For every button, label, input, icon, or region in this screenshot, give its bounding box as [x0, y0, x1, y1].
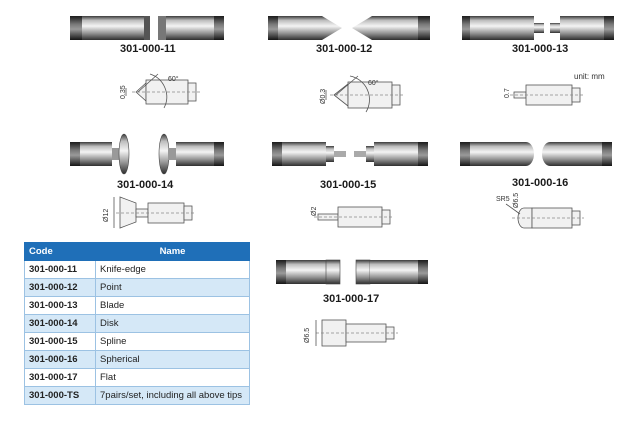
- table-row: 301-000-14 Disk: [24, 314, 250, 333]
- photo-point: [268, 16, 430, 40]
- drawing-disk: [113, 196, 196, 229]
- row-code: 301-000-12: [24, 278, 96, 297]
- row-name: Disk: [95, 314, 250, 333]
- photo-blade: [462, 16, 614, 40]
- header-name: Name: [95, 242, 250, 261]
- dim-16-diameter: Ø6.5: [513, 192, 520, 208]
- drawing-flat: [315, 319, 398, 347]
- photo-spline: [272, 142, 428, 166]
- dim-11-angle: 60°: [168, 76, 179, 83]
- table-header-row: Code Name: [24, 242, 250, 261]
- row-name: Point: [95, 278, 250, 297]
- dim-17-diameter: Ø6.5: [304, 327, 311, 343]
- row-name: 7pairs/set, including all above tips: [95, 386, 250, 405]
- dim-16-sphere-radius: SR5: [496, 196, 510, 203]
- code-label-17: 301-000-17: [323, 293, 380, 305]
- row-code: 301-000-15: [24, 332, 96, 351]
- dim-15-diameter: Ø2: [311, 206, 318, 216]
- row-name: Spherical: [95, 350, 250, 369]
- row-code: 301-000-17: [24, 368, 96, 387]
- dim-12-angle: 60°: [368, 80, 379, 87]
- dim-12-diameter: Ø0.3: [320, 88, 327, 104]
- row-code: 301-000-16: [24, 350, 96, 369]
- dim-14-diameter: Ø12: [103, 208, 110, 222]
- drawing-point: [325, 75, 404, 113]
- photo-flat: [276, 259, 428, 285]
- code-label-16: 301-000-16: [512, 177, 569, 189]
- row-code: 301-000-TS: [24, 386, 96, 405]
- table-row: 301-000-11 Knife-edge: [24, 260, 250, 279]
- dim-11-height: 0.35: [120, 85, 127, 99]
- header-code: Code: [24, 242, 96, 261]
- unit-note: unit: mm: [574, 72, 605, 81]
- drawing-blade: [510, 84, 584, 106]
- table-row: 301-000-17 Flat: [24, 368, 250, 387]
- code-label-11: 301-000-11: [120, 43, 176, 55]
- table-row: 301-000-15 Spline: [24, 332, 250, 351]
- photo-knife-edge: [70, 16, 224, 40]
- code-label-14: 301-000-14: [117, 179, 174, 191]
- row-name: Knife-edge: [95, 260, 250, 279]
- photo-disk: [70, 133, 224, 175]
- row-name: Flat: [95, 368, 250, 387]
- drawing-knife-edge: [125, 73, 200, 109]
- row-name: Blade: [95, 296, 250, 315]
- table-row: 301-000-TS 7pairs/set, including all abo…: [24, 386, 250, 405]
- table-row: 301-000-12 Point: [24, 278, 250, 297]
- row-code: 301-000-13: [24, 296, 96, 315]
- code-label-15: 301-000-15: [320, 179, 377, 191]
- code-label-12: 301-000-12: [316, 43, 373, 55]
- dim-13-thickness: 0.7: [504, 88, 511, 98]
- table-row: 301-000-16 Spherical: [24, 350, 250, 369]
- photo-spherical: [460, 142, 612, 166]
- code-name-table: Code Name 301-000-11 Knife-edge 301-000-…: [24, 242, 250, 405]
- drawing-spherical: [505, 203, 584, 229]
- row-code: 301-000-11: [24, 260, 96, 279]
- drawing-spline: [314, 206, 394, 228]
- row-code: 301-000-14: [24, 314, 96, 333]
- table-row: 301-000-13 Blade: [24, 296, 250, 315]
- code-label-13: 301-000-13: [512, 43, 569, 55]
- row-name: Spline: [95, 332, 250, 351]
